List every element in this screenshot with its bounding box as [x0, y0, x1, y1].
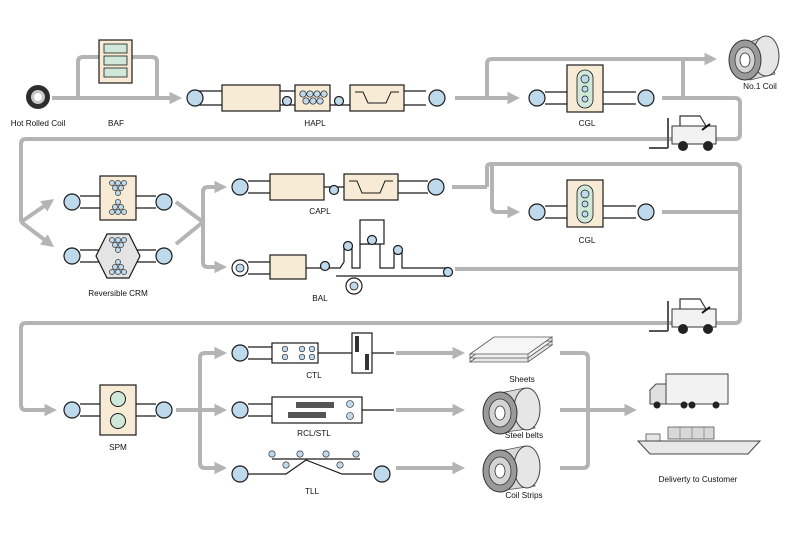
forklift-icon [649, 115, 717, 151]
label-reversible-crm: Reversible CRM [88, 289, 148, 298]
capl-line-icon [231, 173, 445, 201]
crm-lower-icon [63, 233, 173, 279]
flow-to-cgl2 [485, 162, 742, 318]
ship-icon [636, 426, 762, 455]
sheets-stack-icon [468, 336, 554, 363]
steel-belts-coil-icon [482, 387, 541, 435]
crm-upper-icon [63, 175, 173, 221]
label-rcl-stl: RCL/STL [297, 429, 331, 438]
truck-icon [649, 373, 729, 409]
flow-to-tll [198, 410, 228, 475]
flow-to-ctl [198, 346, 228, 410]
label-sheets: Sheets [509, 375, 535, 384]
flow-to-capl [201, 180, 228, 222]
label-hot-rolled-coil: Hot Rolled Coil [11, 119, 66, 128]
flow-to-crm-split-down [19, 220, 55, 248]
flow-crm-join-up [174, 200, 205, 224]
label-coil-strips: Coil Strips [505, 491, 542, 500]
no1-coil-icon [728, 35, 780, 81]
spm-mill-icon [63, 384, 173, 436]
label-ctl: CTL [306, 371, 322, 380]
label-capl: CAPL [309, 207, 331, 216]
forklift-icon [649, 298, 717, 334]
label-tll: TLL [305, 487, 320, 496]
label-hapl: HAPL [304, 119, 326, 128]
ctl-line-icon [231, 332, 394, 374]
baf-furnace-icon [98, 39, 133, 84]
tll-line-icon [231, 450, 391, 483]
flow-row2-to-row3 [19, 317, 742, 417]
cgl-top-line-icon [528, 64, 655, 113]
label-cgl-mid: CGL [579, 236, 596, 245]
label-spm: SPM [109, 443, 127, 452]
flow-lines [19, 52, 742, 475]
flow-to-no1-coil [485, 52, 718, 98]
label-baf: BAF [108, 119, 124, 128]
label-cgl-top: CGL [579, 119, 596, 128]
flow-row1-down [19, 96, 742, 222]
coil-strips-icon [482, 445, 541, 493]
label-bal: BAL [312, 294, 328, 303]
flow-to-bal [201, 222, 228, 274]
flow-crm-join-down [174, 220, 205, 246]
rcl-stl-line-icon [231, 396, 394, 424]
bal-line-icon [231, 219, 454, 295]
flow-branch-cgl2 [490, 164, 521, 219]
label-steel-belts: Steel belts [505, 431, 543, 440]
hot-rolled-coil-icon [26, 85, 50, 109]
flow-to-crm-split-up [19, 199, 55, 224]
label-no1-coil: No.1 Coil [743, 82, 777, 91]
hapl-line-icon [186, 84, 446, 112]
label-delivery-to-customer: Deliverty to Customer [659, 475, 738, 484]
cgl-mid-line-icon [528, 179, 655, 228]
